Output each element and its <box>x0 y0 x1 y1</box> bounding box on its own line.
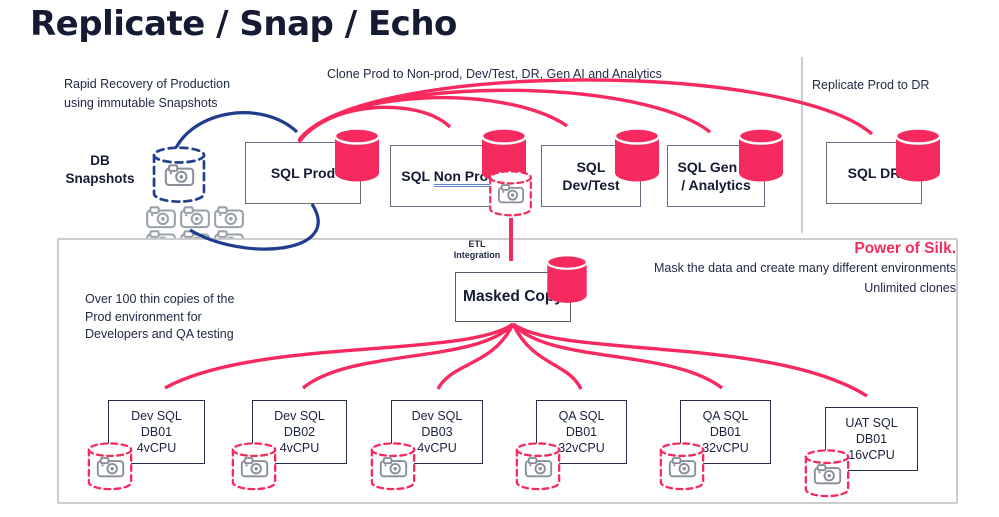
camera-icon <box>164 163 195 187</box>
camera-icon <box>668 456 697 478</box>
snapshot-cylinder-qa-db01-a <box>514 442 562 492</box>
db-snapshot-cylinder <box>149 146 209 205</box>
note-clone-prod: Clone Prod to Non-prod, Dev/Test, DR, Ge… <box>327 67 662 81</box>
box-uat-sql-db01: UAT SQL DB01 16vCPU <box>825 407 918 471</box>
snapshot-cylinder-dev-db02 <box>230 442 278 492</box>
snapshot-cylinder-uat-db01 <box>803 449 851 499</box>
box-qa-sql-db01-a-label: QA SQL DB01 32vCPU <box>558 408 605 456</box>
database-cylinder-icon <box>543 254 591 306</box>
database-cylinder-icon <box>613 127 661 185</box>
box-sql-dr-label: SQL DR <box>847 164 901 181</box>
box-sql-dev-test-label: SQL Dev/Test <box>562 158 620 193</box>
note-rapid-recovery: Rapid Recovery of Production using immut… <box>64 77 231 111</box>
section-divider-line <box>801 57 803 233</box>
database-cylinder-icon <box>737 127 785 185</box>
arrow-prod-to-dr <box>297 78 874 142</box>
camera-icon <box>144 205 178 229</box>
note-thin-copies: Over 100 thin copies of the Prod environ… <box>85 292 235 341</box>
etl-integration-label: ETL Integration <box>453 239 501 261</box>
note-replicate-dr: Replicate Prod to DR <box>812 78 930 92</box>
box-qa-sql-db01-b-label: QA SQL DB01 32vCPU <box>702 408 749 456</box>
box-uat-sql-db01-label: UAT SQL DB01 16vCPU <box>845 415 898 463</box>
snapshot-cylinder-non-prod <box>487 170 534 218</box>
database-cylinder-icon <box>894 127 942 185</box>
camera-icon <box>212 205 246 229</box>
box-dev-sql-db03-label: Dev SQL DB03 4vCPU <box>411 408 463 456</box>
camera-icon <box>813 463 842 485</box>
camera-icon <box>379 456 408 478</box>
db-snapshots-label: DB Snapshots <box>65 153 135 186</box>
note-unlimited-clones: Unlimited clones <box>864 281 956 295</box>
page-title: Replicate / Snap / Echo <box>30 4 457 44</box>
snapshot-cylinder-dev-db03 <box>369 442 417 492</box>
box-dev-sql-db02: Dev SQL DB02 4vCPU <box>252 400 347 464</box>
non-prod-prefix: SQL <box>401 167 434 184</box>
camera-icon <box>497 183 525 204</box>
database-cylinder-icon <box>333 127 381 185</box>
box-dev-sql-db01-label: Dev SQL DB01 4vCPU <box>131 408 182 456</box>
box-sql-prod-label: SQL Prod <box>270 164 336 181</box>
camera-icon <box>524 456 553 478</box>
note-mask-data: Mask the data and create many different … <box>653 261 956 275</box>
snapshot-cylinder-qa-db01-b <box>658 442 706 492</box>
snapshot-cylinder-dev-db01 <box>86 442 134 492</box>
box-dev-sql-db02-label: Dev SQL DB02 4vCPU <box>274 408 325 456</box>
camera-icon <box>178 205 212 229</box>
camera-icon <box>240 456 269 478</box>
camera-icon <box>96 456 125 478</box>
power-of-silk-title: Power of Silk. <box>854 240 956 257</box>
